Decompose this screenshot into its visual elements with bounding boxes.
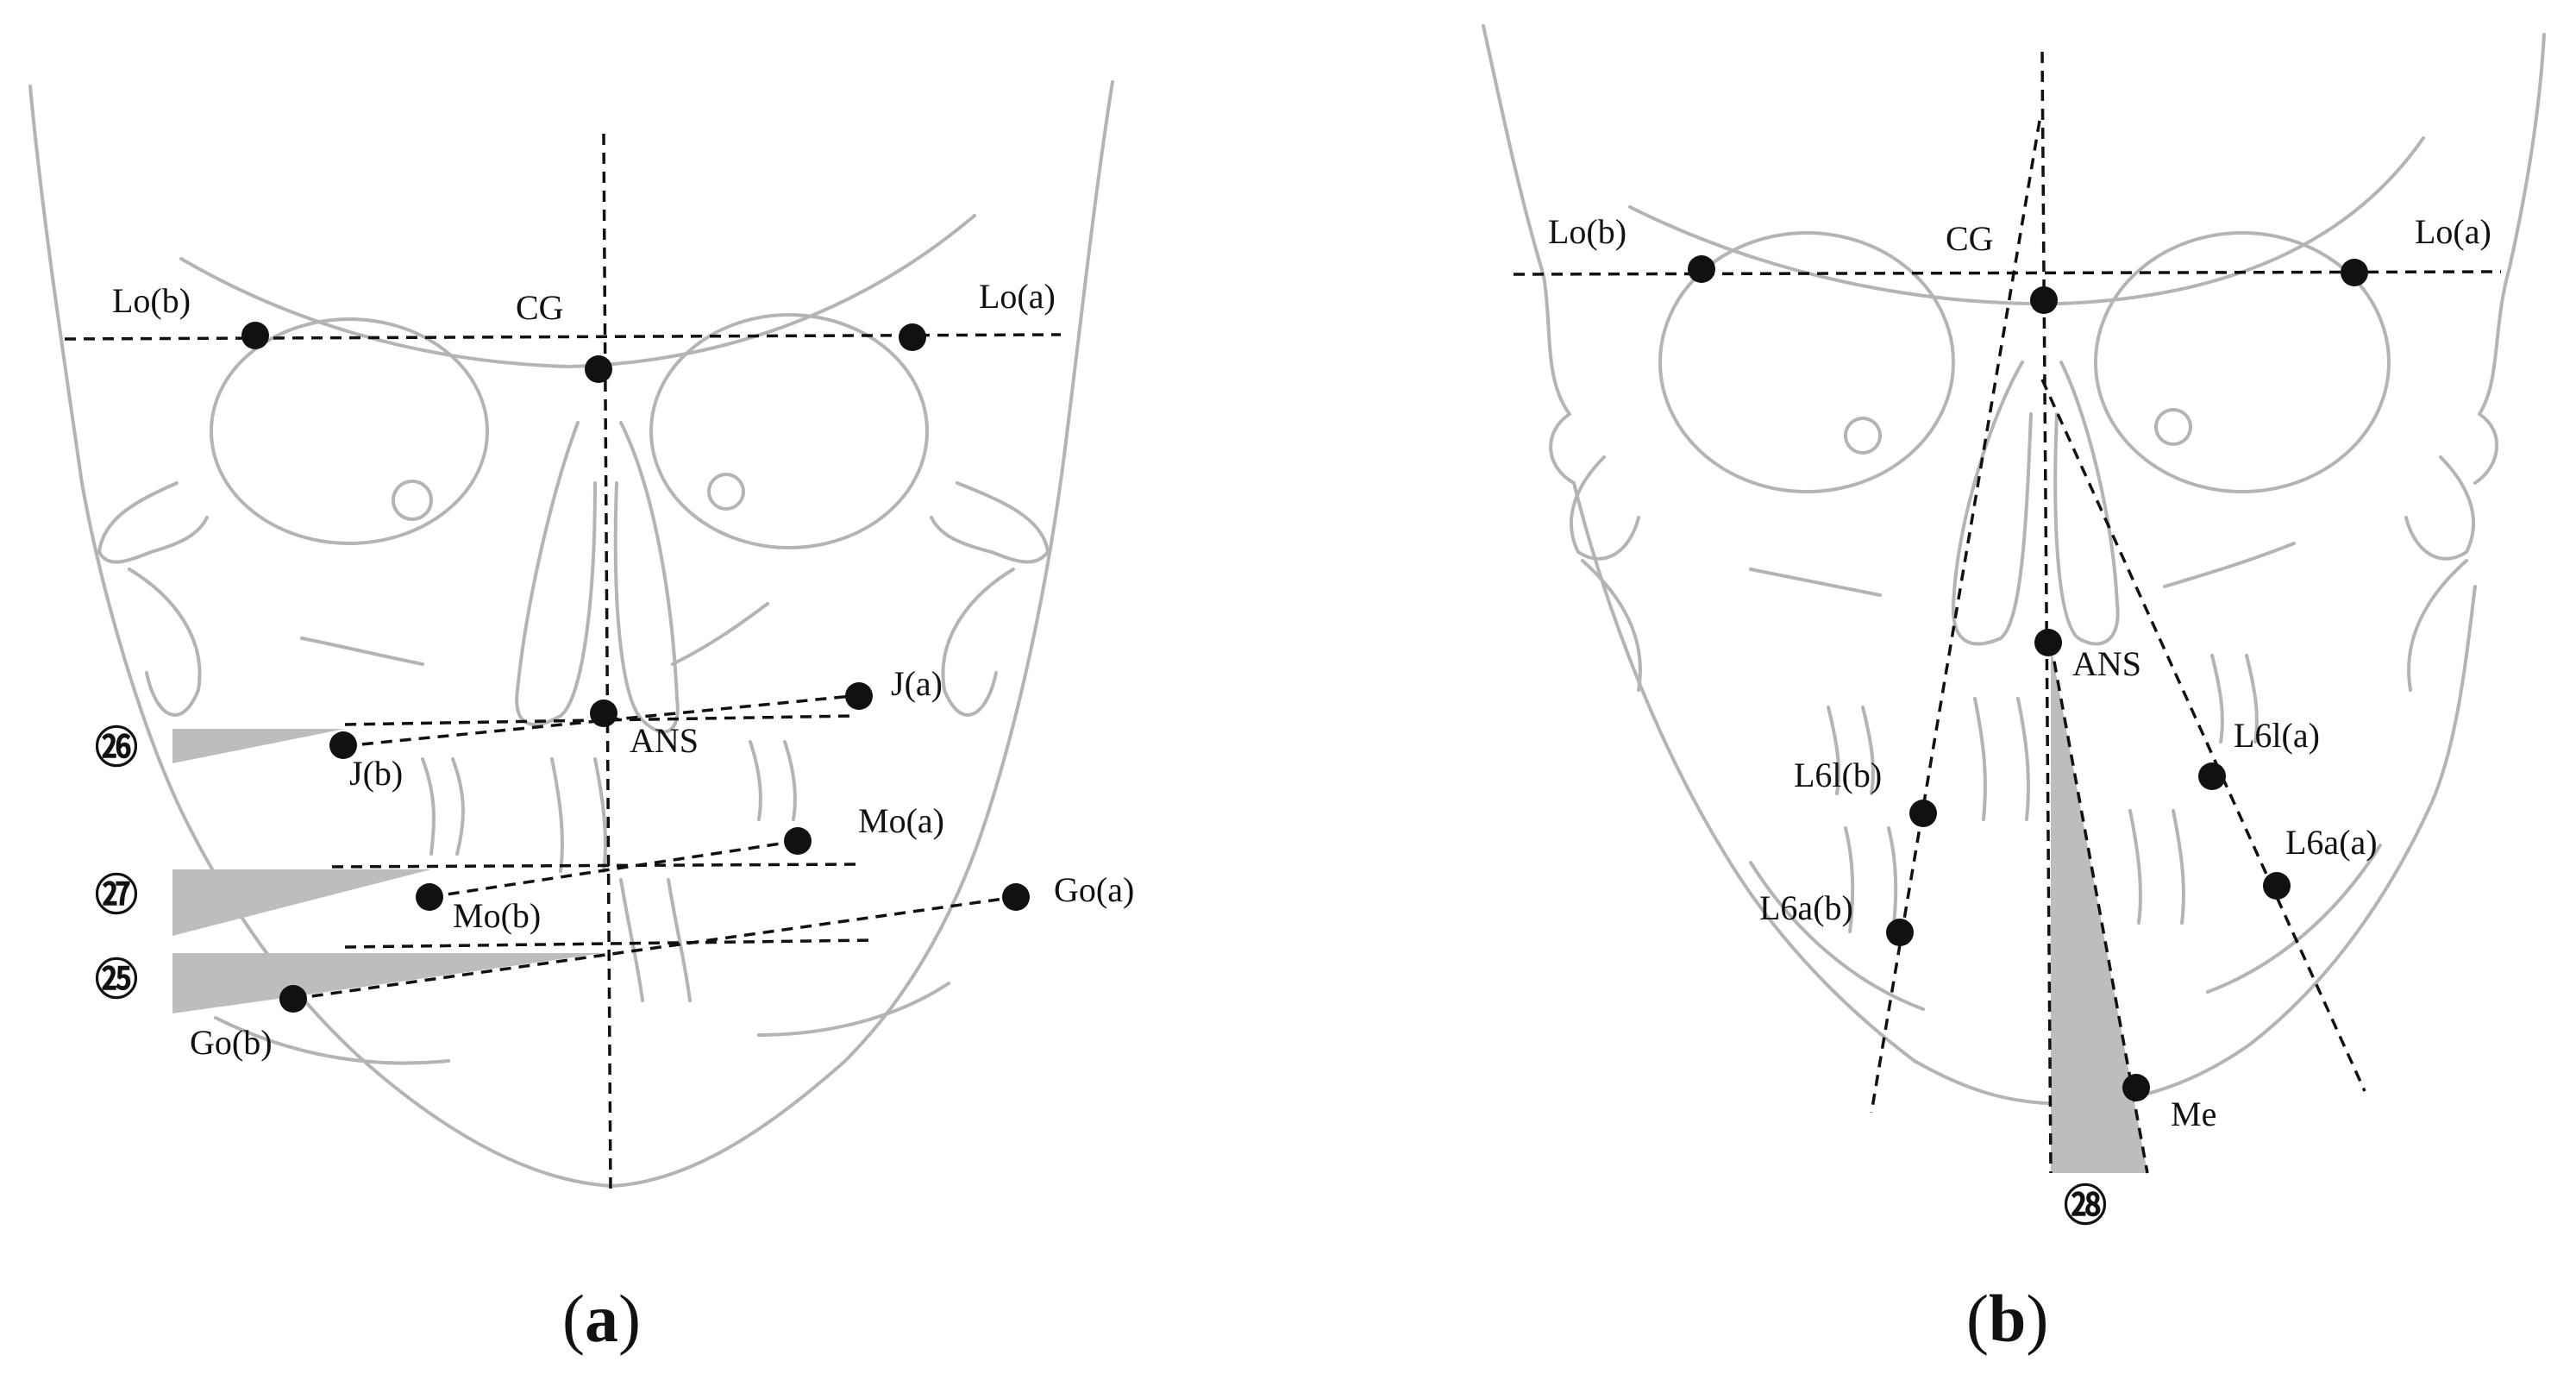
angle-wedge-26: [172, 729, 345, 763]
label-ans-a: ANS: [630, 721, 699, 760]
badge-26: ㉖: [95, 722, 138, 773]
label-me: Me: [2171, 1095, 2216, 1133]
label-j-b: J(b): [349, 754, 403, 793]
badge-27: ㉗: [95, 869, 138, 920]
angle-wedge-25: [172, 953, 604, 1013]
skull-outline-b: [1482, 24, 2546, 1106]
badge-28: ㉘: [2064, 1180, 2107, 1231]
mo-horizontal-line: [331, 863, 863, 869]
left-molar-line: [1870, 120, 2041, 1114]
landmark-lo-b-a: [241, 322, 269, 349]
label-cg-a: CG: [516, 288, 564, 327]
landmark-j-a: [845, 682, 873, 710]
landmark-cg-a: [585, 355, 612, 383]
landmark-mo-a: [784, 827, 812, 855]
landmark-lo-b-b: [1688, 255, 1715, 283]
landmark-me: [2122, 1074, 2150, 1101]
label-l6a-a: L6a(a): [2285, 823, 2378, 862]
landmark-l6a-b: [1886, 919, 1914, 946]
landmark-ans-b: [2034, 629, 2062, 656]
right-molar-line: [2040, 379, 2366, 1092]
badge-25: ㉕: [95, 954, 138, 1005]
landmark-lo-a-a: [899, 323, 926, 351]
label-l6l-b: L6l(b): [1794, 756, 1882, 794]
landmark-cg-b: [2030, 286, 2058, 314]
caption-a: (a): [562, 1281, 641, 1356]
label-cg-b: CG: [1946, 219, 1994, 258]
caption-b: (b): [1966, 1281, 2048, 1356]
label-l6l-a: L6l(a): [2234, 716, 2320, 755]
landmark-j-b: [329, 731, 357, 759]
label-mo-a: Mo(a): [858, 801, 944, 840]
label-lo-b-a: Lo(b): [112, 281, 191, 320]
label-j-a: J(a): [891, 664, 943, 703]
landmark-l6l-b: [1909, 800, 1937, 827]
me-line: [2049, 642, 2149, 1174]
label-go-a: Go(a): [1054, 870, 1134, 909]
landmark-l6a-a: [2263, 872, 2291, 900]
landmark-mo-b: [416, 883, 443, 911]
label-ans-b: ANS: [2072, 644, 2141, 683]
panel-a: Lo(b) CG Lo(a) J(a) ANS J(b) Mo(a) Mo(b)…: [28, 80, 1134, 1356]
label-lo-a-a: Lo(a): [979, 277, 1056, 316]
landmark-ans-a: [590, 700, 617, 727]
landmark-go-a: [1002, 883, 1030, 911]
angle-wedge-27: [172, 869, 431, 936]
panel-b: Lo(b) CG Lo(a) ANS L6l(a) L6l(b) L6a(a) …: [1482, 24, 2546, 1356]
midline-vertical-b: [2040, 51, 2053, 1174]
j-line: [342, 693, 862, 748]
lo-horizontal-line-a: [64, 333, 1062, 341]
landmark-lo-a-b: [2341, 259, 2368, 286]
label-l6a-b: L6a(b): [1759, 888, 1853, 927]
label-go-b: Go(b): [190, 1023, 273, 1062]
mo-line: [429, 839, 799, 899]
label-lo-a-b: Lo(a): [2415, 212, 2491, 251]
skull-outline-a: [28, 80, 1114, 1188]
landmark-l6l-a: [2198, 762, 2226, 790]
midline-vertical-a: [602, 133, 612, 1191]
label-lo-b-b: Lo(b): [1548, 212, 1626, 251]
label-mo-b: Mo(b): [453, 896, 541, 935]
go-line: [292, 895, 1017, 1001]
go-horizontal-line: [344, 938, 876, 949]
lo-horizontal-line-b: [1513, 270, 2502, 276]
landmark-go-b: [279, 985, 307, 1013]
